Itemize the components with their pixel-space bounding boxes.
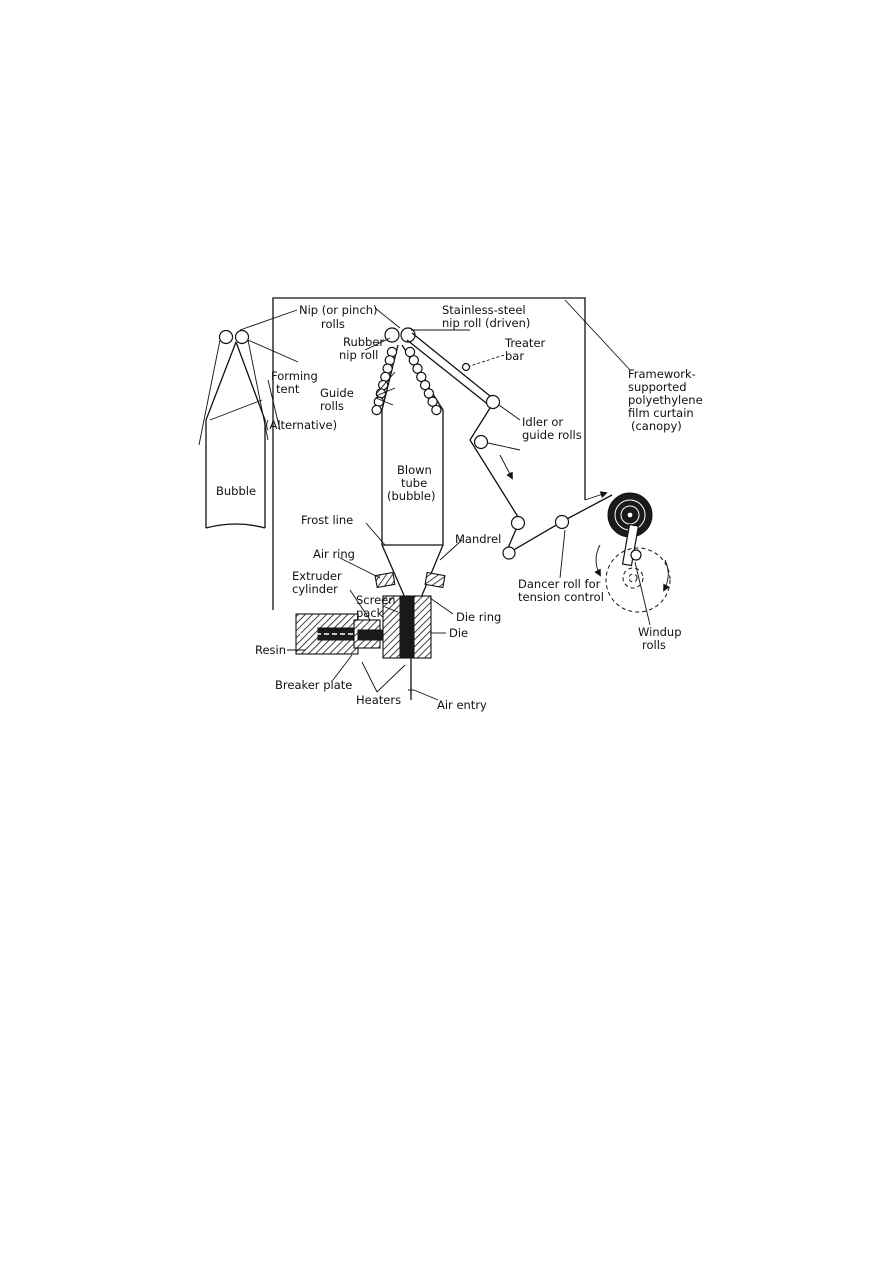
- label-idler-rolls-2: guide rolls: [522, 428, 582, 442]
- label-framework: Framework-: [628, 367, 696, 381]
- alt-nip-roll-left: [218, 329, 234, 345]
- label-forming-tent: Forming: [271, 369, 318, 383]
- labels: Nip (or pinch) rolls Stainless-steel nip…: [216, 303, 703, 712]
- label-stainless-steel-2: nip roll (driven): [442, 316, 530, 330]
- label-stainless-steel: Stainless-steel: [442, 303, 526, 317]
- label-windup-rolls-2: rolls: [642, 638, 666, 652]
- label-nip-rolls-2: rolls: [321, 317, 345, 331]
- label-frost-line: Frost line: [301, 513, 353, 527]
- label-framework-5: (canopy): [631, 419, 682, 433]
- label-rubber-nip-roll: Rubber: [343, 335, 384, 349]
- label-nip-rolls: Nip (or pinch): [299, 303, 378, 317]
- label-extruder-cylinder: Extruder: [292, 569, 342, 583]
- label-screen-pack: Screen: [356, 593, 396, 607]
- guide-roll: [412, 363, 423, 374]
- label-air-ring: Air ring: [313, 547, 355, 561]
- label-heaters: Heaters: [356, 693, 401, 707]
- windup-roll-empty: [630, 549, 642, 561]
- label-rubber-nip-roll-2: nip roll: [339, 348, 378, 362]
- label-treater-bar: Treater: [504, 336, 546, 350]
- windup-assembly: [594, 492, 671, 613]
- guide-rolls: [371, 346, 442, 416]
- label-resin: Resin: [255, 643, 286, 657]
- top-nip-rolls: [384, 327, 416, 343]
- label-breaker-plate: Breaker plate: [275, 678, 352, 692]
- leader-lines: [239, 299, 651, 701]
- label-extruder-cylinder-2: cylinder: [292, 582, 338, 596]
- label-windup-rolls: Windup: [638, 625, 682, 639]
- label-alternative: (Alternative): [265, 418, 337, 432]
- guide-roll: [408, 355, 419, 366]
- treater-bar: [461, 362, 471, 372]
- label-screen-pack-2: pack: [356, 606, 384, 620]
- guide-roll: [371, 404, 382, 416]
- extruder-die-assembly: [295, 571, 446, 700]
- guide-roll: [427, 396, 438, 407]
- label-bubble: Bubble: [216, 484, 256, 498]
- idler-roll-4: [502, 546, 516, 560]
- label-framework-4: film curtain: [628, 406, 694, 420]
- label-idler-rolls: Idler or: [522, 415, 563, 429]
- label-blown-tube: Blown: [397, 463, 432, 477]
- air-ring: [374, 571, 396, 589]
- label-forming-tent-2: tent: [276, 382, 300, 396]
- label-air-entry: Air entry: [437, 698, 487, 712]
- label-guide-rolls: Guide: [320, 386, 354, 400]
- label-blown-tube-2: tube: [401, 476, 427, 490]
- label-guide-rolls-2: rolls: [320, 399, 344, 413]
- label-dancer-roll: Dancer roll for: [518, 577, 601, 591]
- guide-roll: [404, 346, 416, 358]
- guide-roll: [423, 388, 435, 399]
- framework-canopy: [272, 297, 586, 610]
- label-die: Die: [449, 626, 468, 640]
- label-framework-3: polyethylene: [628, 393, 703, 407]
- rubber-nip-roll: [384, 327, 400, 343]
- alt-nip-roll-right: [234, 329, 250, 345]
- alternative-bubble-assembly: [198, 329, 299, 529]
- dancer-roll: [554, 514, 570, 530]
- label-treater-bar-2: bar: [505, 349, 524, 363]
- label-mandrel: Mandrel: [455, 532, 501, 546]
- idler-roll-3: [510, 515, 526, 531]
- guide-roll: [419, 379, 431, 391]
- label-die-ring: Die ring: [456, 610, 501, 624]
- label-blown-tube-3: (bubble): [387, 489, 435, 503]
- label-dancer-roll-2: tension control: [518, 590, 604, 604]
- guide-roll: [416, 371, 427, 383]
- idler-roll-1: [485, 394, 501, 410]
- guide-roll: [431, 404, 442, 416]
- idler-roll-2: [473, 434, 489, 450]
- film-path: [406, 332, 613, 560]
- label-framework-2: supported: [628, 380, 687, 394]
